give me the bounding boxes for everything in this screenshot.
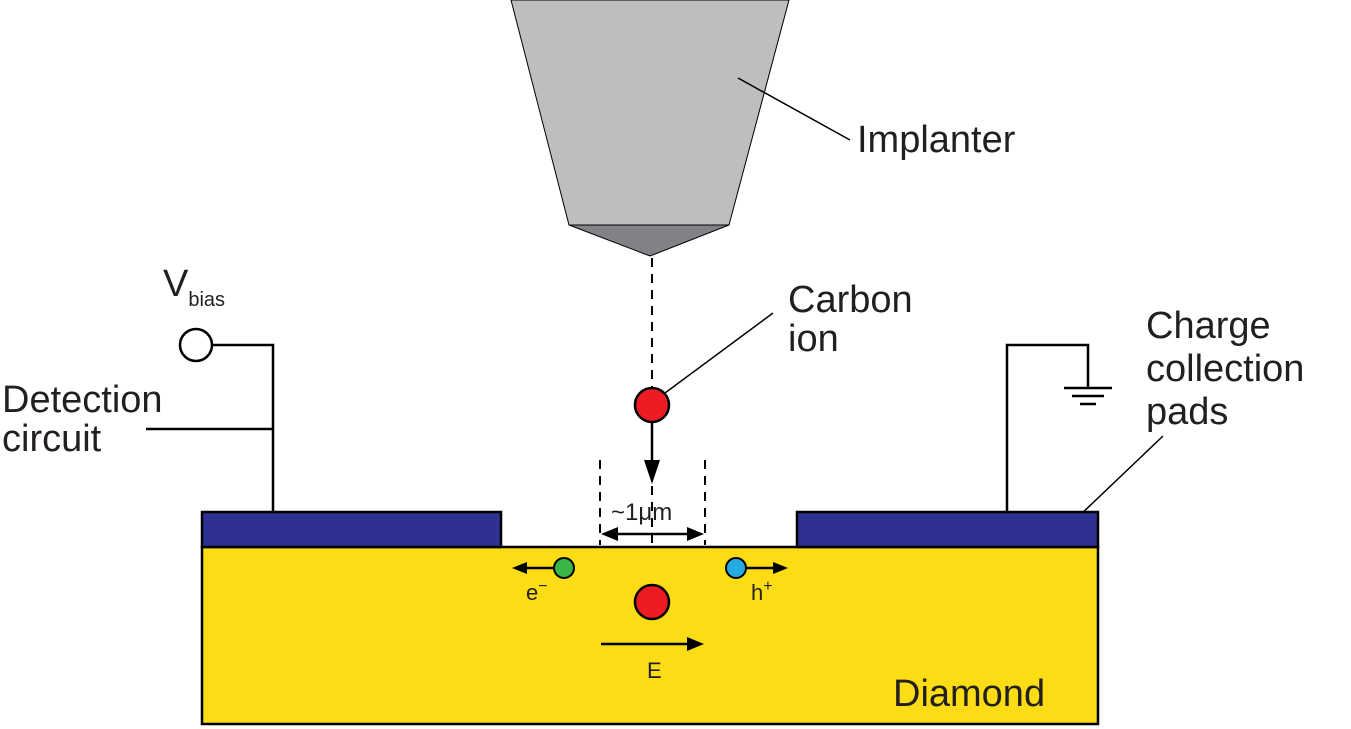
implanted-ion bbox=[633, 583, 671, 621]
electron-label-superscript: − bbox=[538, 578, 547, 595]
electron-label: e− bbox=[526, 578, 548, 605]
field-label: E bbox=[647, 658, 662, 683]
implanter-label: Implanter bbox=[857, 119, 1016, 161]
implanter-body bbox=[510, 0, 790, 226]
electron-label-main: e bbox=[526, 580, 538, 605]
pads-label-line2: collection bbox=[1146, 348, 1304, 390]
carbon-ion bbox=[633, 386, 671, 424]
carbon-ion-label-line1: Carbon bbox=[788, 279, 913, 321]
implanter-tip bbox=[568, 224, 730, 257]
gap-arrowhead-right bbox=[687, 527, 704, 541]
field-arrowhead bbox=[687, 637, 704, 651]
gap-arrowhead-left bbox=[601, 527, 618, 541]
implanter bbox=[510, 0, 790, 257]
vbias-label: Vbias bbox=[163, 263, 225, 311]
detection-label-line2: circuit bbox=[2, 418, 102, 460]
electron bbox=[553, 557, 575, 579]
ground-connection bbox=[1005, 343, 1112, 512]
incidence-arrow-head bbox=[644, 460, 660, 484]
hole bbox=[725, 557, 747, 579]
hole-label-main: h bbox=[751, 580, 763, 605]
implanter-leader-line bbox=[737, 77, 851, 141]
hole-label-superscript: + bbox=[763, 578, 772, 595]
ground-wire bbox=[1005, 343, 1090, 512]
hole-arrowhead bbox=[773, 562, 788, 574]
hole-label: h+ bbox=[751, 578, 773, 605]
pads-label-line3: pads bbox=[1146, 391, 1228, 433]
vbias-terminal bbox=[178, 327, 214, 363]
detection-label-line1: Detection bbox=[2, 379, 163, 421]
electron-arrowhead bbox=[512, 562, 527, 574]
bias-wire bbox=[212, 343, 275, 512]
diamond-substrate bbox=[200, 545, 1100, 726]
pads-label-line1: Charge bbox=[1146, 305, 1271, 347]
right-pad bbox=[795, 510, 1100, 549]
detection-circuit bbox=[146, 327, 275, 512]
carbon-ion-label-line2: ion bbox=[788, 318, 839, 360]
vbias-main: V bbox=[163, 263, 189, 305]
vbias-subscript: bias bbox=[188, 289, 225, 311]
left-pad bbox=[200, 510, 503, 549]
pads-leader-line bbox=[1076, 435, 1164, 519]
diamond-label: Diamond bbox=[893, 673, 1045, 715]
carbon-ion-leader-line bbox=[664, 312, 774, 394]
gap-distance-label: ~1μm bbox=[611, 499, 672, 526]
